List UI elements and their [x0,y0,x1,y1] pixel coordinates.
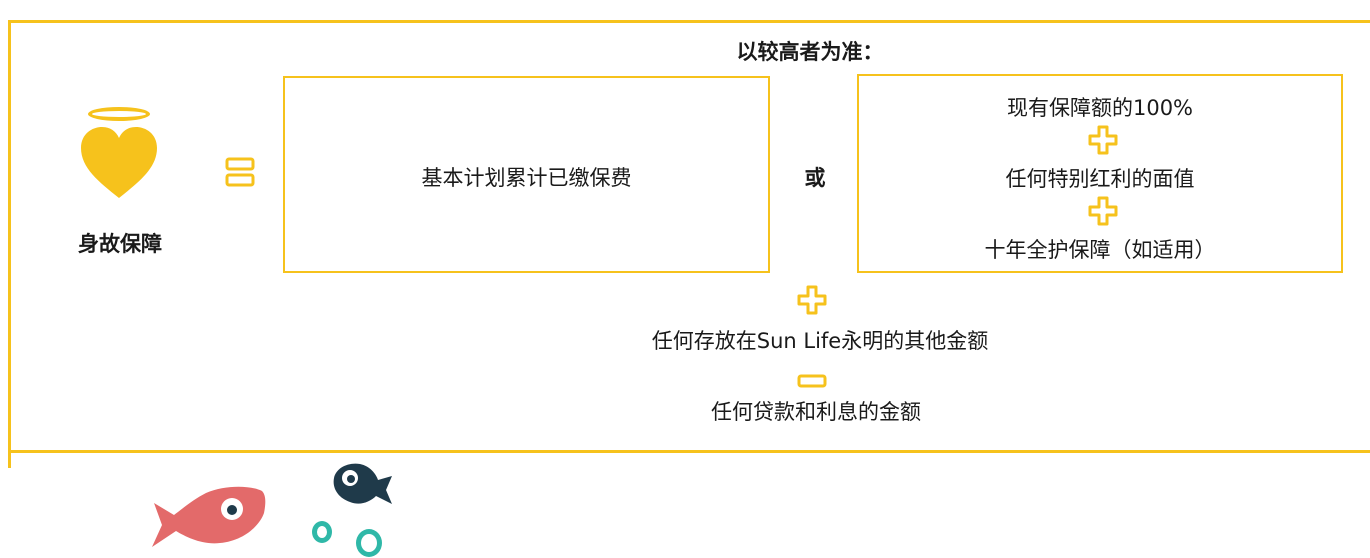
death-benefit-label: 身故保障 [78,231,162,256]
plus-icon [797,285,827,315]
loans-interest-text: 任何贷款和利息的金额 [711,400,921,424]
heart-icon [81,127,157,198]
minus-icon [797,374,827,388]
plus-icon [1088,125,1118,155]
or-label: 或 [804,165,826,190]
plus-icon [1088,196,1118,226]
equals-icon [225,157,255,187]
sum-assured-text: 现有保障额的100% [1006,96,1194,120]
frame-bottom-border [10,450,1370,453]
frame-left-border [8,20,11,468]
fish-icon [152,486,266,547]
headline: 以较高者为准： [736,39,884,64]
special-bonus-text: 任何特别红利的面值 [1005,167,1195,191]
bubble-icon [312,521,332,543]
sum-assured-box [857,74,1343,273]
bubble-icon [356,529,382,557]
other-amounts-text: 任何存放在Sun Life永明的其他金额 [651,329,989,353]
premiums-paid-text: 基本计划累计已缴保费 [421,166,632,190]
halo-icon [88,107,150,121]
fish-icon [333,463,392,504]
ten-year-protection-text: 十年全护保障（如适用） [984,238,1216,262]
frame-top-border [10,20,1370,23]
premiums-paid-box [283,76,770,273]
